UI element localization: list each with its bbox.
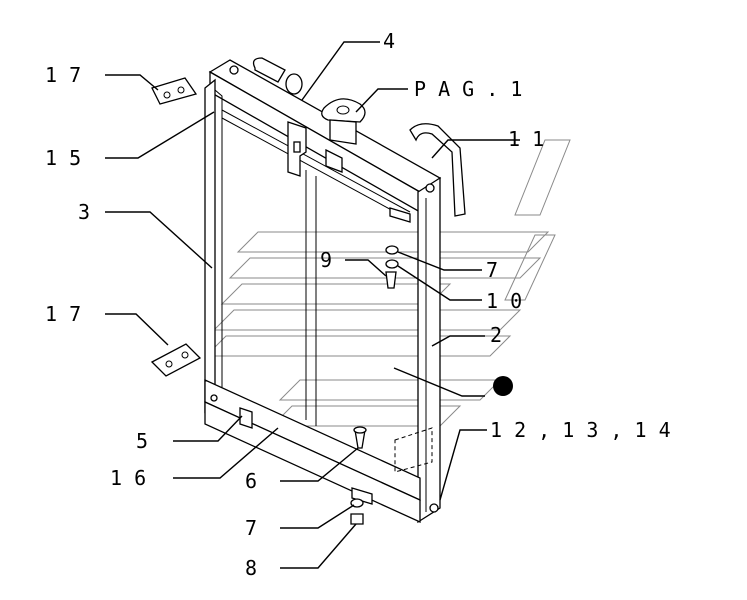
upper-bracket-right	[325, 148, 343, 173]
label-6: 6	[245, 469, 257, 493]
label-3: 3	[78, 200, 90, 224]
label-5: 5	[136, 429, 148, 453]
lower-bracket-left	[239, 407, 253, 429]
label-7-bottom: 7	[245, 516, 257, 540]
label-11: 1 1	[508, 127, 544, 151]
leader-lines	[105, 41, 520, 569]
upper-bracket-slot	[293, 141, 301, 153]
right-side-plate	[417, 176, 441, 524]
reference-dot	[493, 376, 513, 396]
corner-bolt	[429, 503, 439, 513]
label-9: 9	[320, 248, 332, 272]
label-12-13-14: 1 2 , 1 3 , 1 4	[490, 418, 671, 442]
label-17-top: 1 7	[45, 63, 81, 87]
mounting-pad-17-top	[151, 77, 198, 105]
label-pag1: P A G . 1	[414, 77, 522, 101]
label-4: 4	[383, 29, 395, 53]
label-7-right: 7	[486, 258, 498, 282]
left-side-plate	[204, 78, 216, 414]
washer-7-right	[385, 245, 399, 255]
callout-labels: 1 7 1 5 3 1 7 5 1 6 6 7 8 4 P A G . 1 1 …	[45, 29, 671, 580]
top-tank	[208, 59, 442, 193]
top-tank-front	[209, 70, 421, 214]
inlet-pipe	[252, 57, 286, 83]
radiator-assembly	[204, 57, 442, 524]
nut-10	[385, 259, 399, 269]
nut-8	[350, 513, 364, 525]
filler-neck	[329, 119, 357, 145]
label-2: 2	[490, 323, 502, 347]
label-17-mid: 1 7	[45, 302, 81, 326]
bottom-drain	[351, 487, 373, 505]
mounting-pad-17-mid	[150, 343, 202, 377]
label-8: 8	[245, 556, 257, 580]
bolt-9	[385, 271, 397, 289]
label-10: 1 0	[486, 289, 522, 313]
rail-pad	[389, 207, 411, 223]
filler-cap	[321, 98, 366, 123]
corner-bolt	[425, 183, 435, 193]
bottom-tank	[204, 378, 421, 502]
loose-parts	[150, 77, 513, 525]
corner-bolt	[210, 394, 218, 402]
corner-bolt	[229, 65, 239, 75]
label-15: 1 5	[45, 146, 81, 170]
label-16: 1 6	[110, 466, 146, 490]
inlet-pipe-end	[285, 73, 303, 95]
overflow-hose-11	[409, 123, 466, 217]
